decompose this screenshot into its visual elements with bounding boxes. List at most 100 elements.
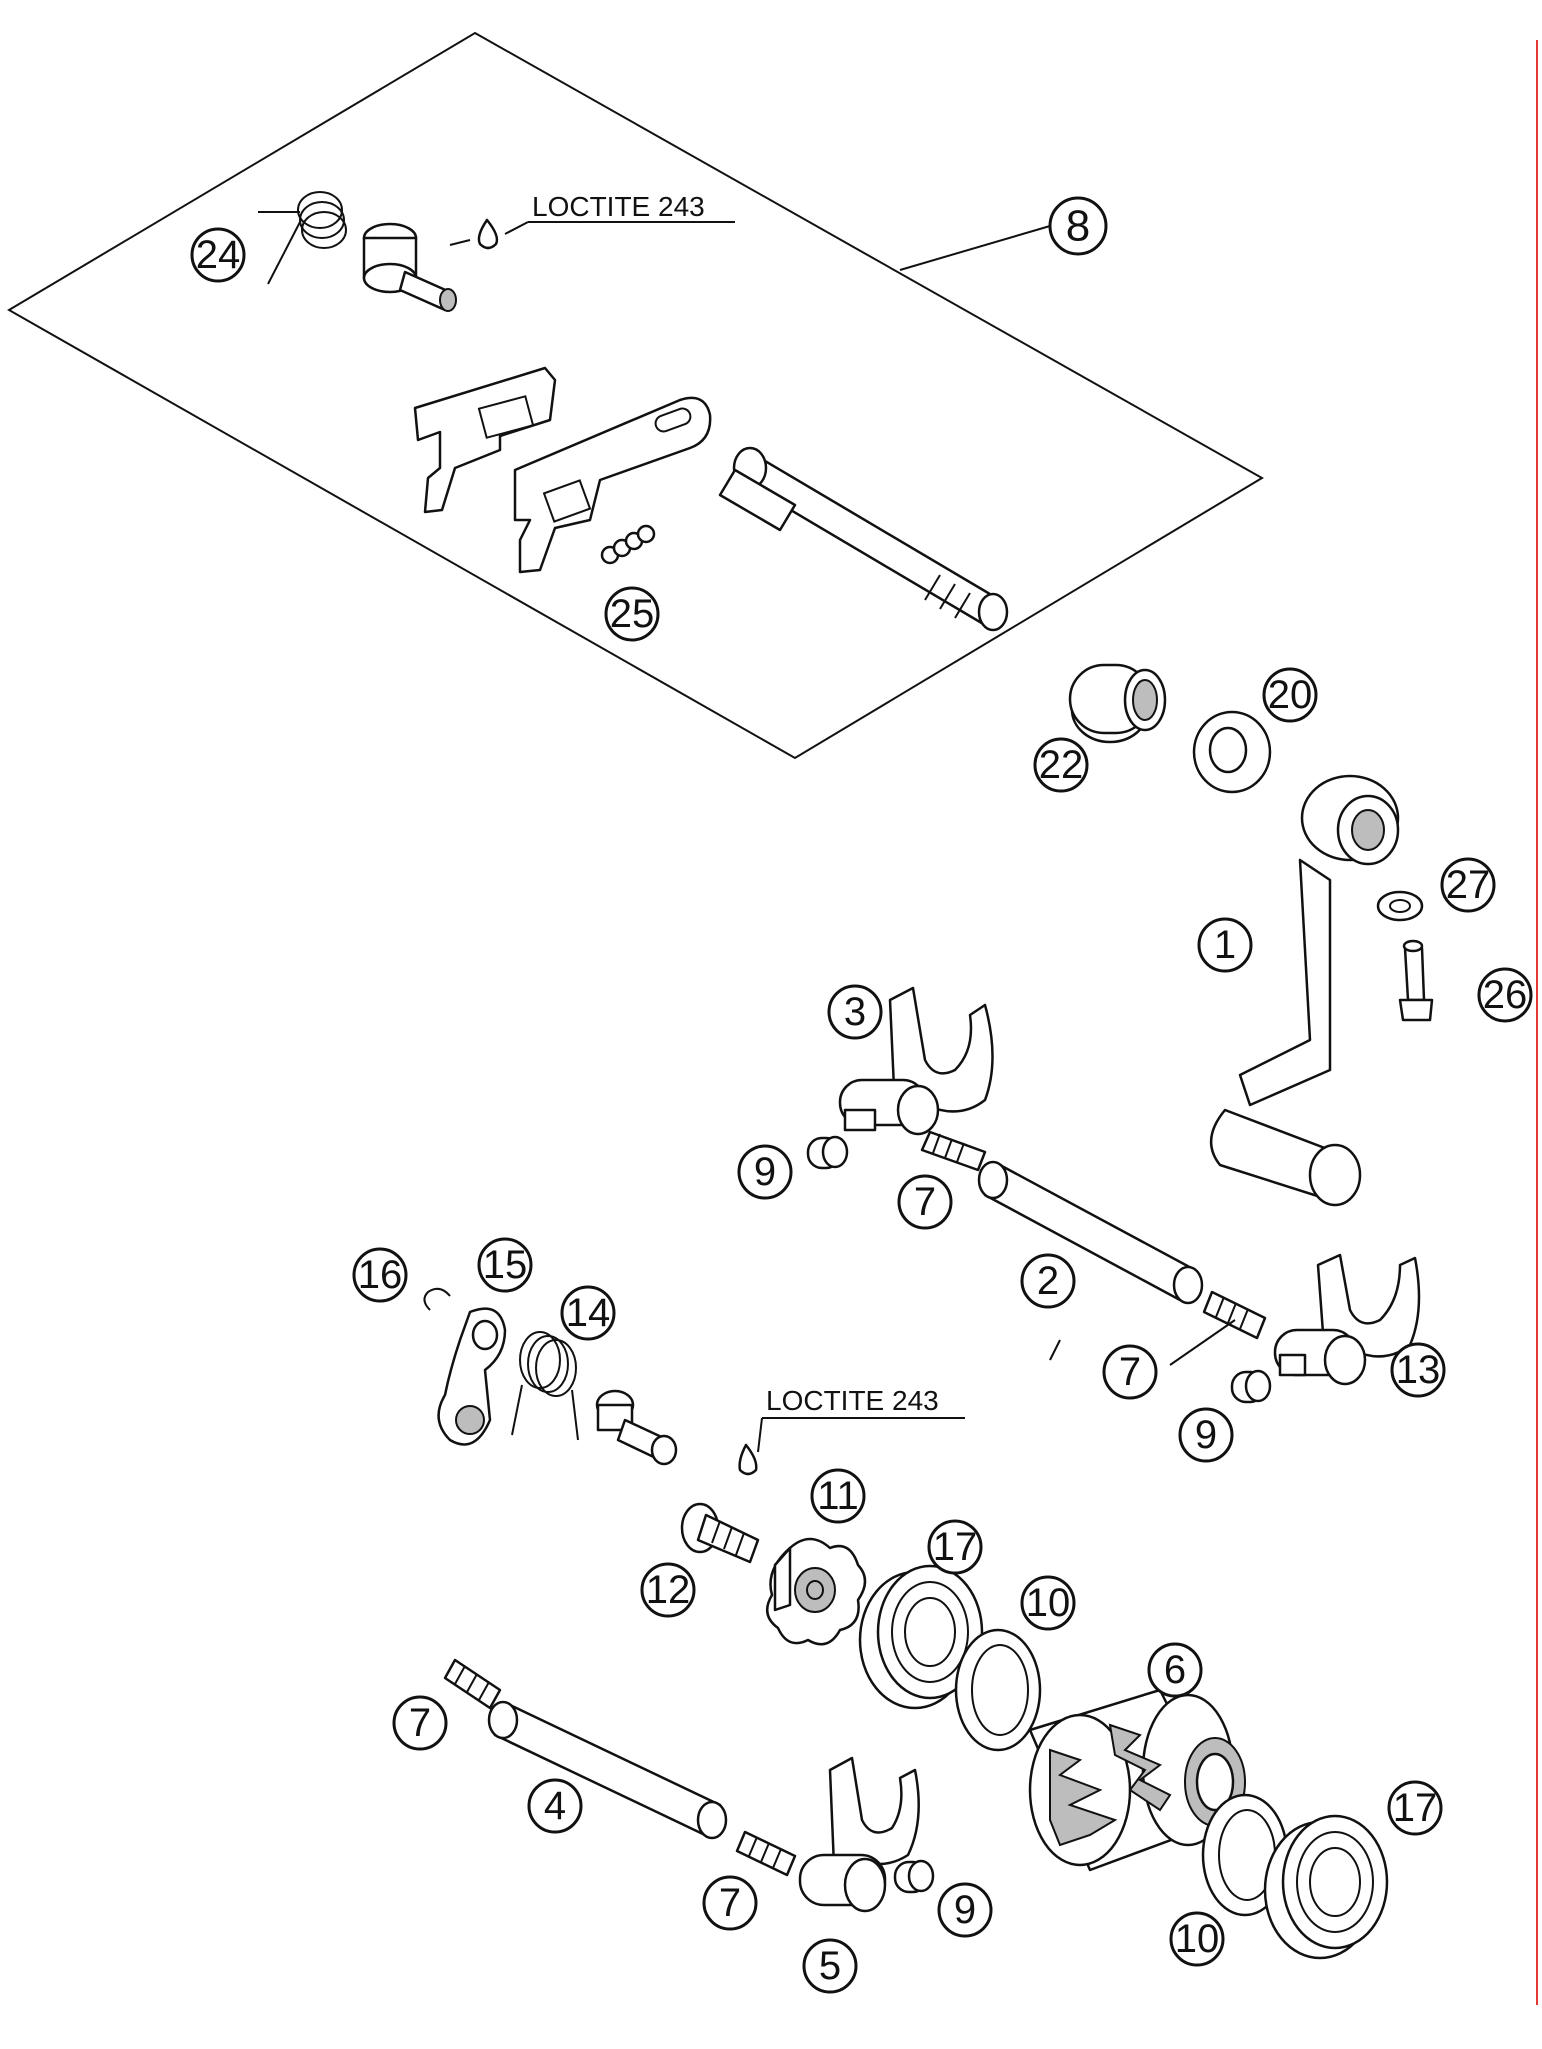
svg-text:9: 9 xyxy=(754,1150,776,1194)
svg-text:16: 16 xyxy=(358,1253,403,1297)
spring-7-low-left xyxy=(443,1658,502,1710)
washer-10-top xyxy=(954,1628,1042,1752)
spring-7-top xyxy=(920,1130,987,1172)
callout-12: 12 xyxy=(640,1562,696,1618)
callout-22: 22 xyxy=(1033,737,1089,793)
callout-10-bottom: 10 xyxy=(1169,1911,1225,1967)
bushing-22 xyxy=(1068,663,1167,744)
shift-drum-6 xyxy=(1028,1688,1246,1872)
spring-7-low-right xyxy=(735,1830,797,1877)
svg-text:22: 22 xyxy=(1039,743,1084,787)
callout-9-low: 9 xyxy=(937,1882,993,1938)
callout-14: 14 xyxy=(560,1285,616,1341)
svg-text:26: 26 xyxy=(1483,973,1528,1017)
svg-text:10: 10 xyxy=(1026,1581,1071,1625)
svg-text:9: 9 xyxy=(1195,1413,1217,1457)
svg-text:14: 14 xyxy=(566,1291,611,1335)
stud-bolt xyxy=(595,1389,678,1466)
screw-12 xyxy=(680,1502,760,1564)
callout-1: 1 xyxy=(1197,917,1253,973)
bearing-17-top xyxy=(858,1564,984,1710)
svg-text:2: 2 xyxy=(1037,1259,1059,1303)
callout-11: 11 xyxy=(810,1468,866,1524)
callout-20: 20 xyxy=(1262,667,1318,723)
callout-13: 13 xyxy=(1390,1342,1446,1398)
shift-fork-5 xyxy=(798,1756,920,1913)
loctite-drop-bottom xyxy=(738,1417,965,1476)
shift-shaft xyxy=(718,446,1009,632)
callout-7-low-left: 7 xyxy=(392,1695,448,1751)
pin-9-low xyxy=(893,1859,935,1894)
callout-25: 25 xyxy=(604,586,660,642)
callout-7-top: 7 xyxy=(897,1174,953,1230)
fork-shaft-2 xyxy=(977,1160,1204,1305)
spring-7-mid xyxy=(1202,1290,1267,1340)
screw-26 xyxy=(1398,939,1434,1022)
kit-8-group: LOCTITE 243 xyxy=(7,31,1264,760)
spring-14 xyxy=(511,1331,579,1441)
svg-text:10: 10 xyxy=(1175,1917,1220,1961)
shift-plate-right xyxy=(513,396,712,574)
callout-7-mid: 7 xyxy=(1102,1344,1158,1400)
svg-text:6: 6 xyxy=(1164,1648,1186,1692)
spring-24 xyxy=(258,191,347,285)
callout-2: 2 xyxy=(1020,1253,1076,1309)
svg-text:3: 3 xyxy=(844,990,866,1034)
svg-text:17: 17 xyxy=(933,1525,978,1569)
callout-5: 5 xyxy=(802,1938,858,1994)
loctite-label-bottom: LOCTITE 243 xyxy=(766,1385,939,1416)
callout-17-top: 17 xyxy=(927,1519,983,1575)
svg-text:17: 17 xyxy=(1393,1786,1438,1830)
fork-shaft-4 xyxy=(487,1700,728,1840)
callout-16: 16 xyxy=(352,1247,408,1303)
callout-10-top: 10 xyxy=(1020,1575,1076,1631)
shift-fork-3 xyxy=(838,986,994,1136)
svg-text:4: 4 xyxy=(544,1784,566,1828)
shift-cam-11 xyxy=(765,1537,867,1646)
svg-text:15: 15 xyxy=(483,1243,528,1287)
svg-text:5: 5 xyxy=(819,1944,841,1988)
svg-text:12: 12 xyxy=(646,1568,691,1612)
callout-26: 26 xyxy=(1477,967,1533,1023)
callout-15: 15 xyxy=(477,1237,533,1293)
svg-text:13: 13 xyxy=(1396,1348,1441,1392)
svg-text:7: 7 xyxy=(1119,1350,1141,1394)
pin-9-top xyxy=(806,1135,849,1170)
loctite-drop-top xyxy=(449,218,735,250)
svg-text:9: 9 xyxy=(954,1888,976,1932)
circlip-16 xyxy=(423,1287,451,1311)
pivot-bolt xyxy=(362,222,457,312)
kit-outline xyxy=(7,31,1264,760)
svg-text:25: 25 xyxy=(610,592,655,636)
svg-text:7: 7 xyxy=(409,1701,431,1745)
svg-text:20: 20 xyxy=(1268,673,1313,717)
callout-7-low-right: 7 xyxy=(702,1875,758,1931)
callout-24: 24 xyxy=(190,227,246,283)
callout-27: 27 xyxy=(1440,857,1496,913)
callout-4: 4 xyxy=(527,1778,583,1834)
svg-text:1: 1 xyxy=(1214,923,1236,967)
svg-text:24: 24 xyxy=(196,233,241,277)
svg-text:7: 7 xyxy=(719,1881,741,1925)
svg-text:8: 8 xyxy=(1066,202,1090,251)
lever-15 xyxy=(437,1307,507,1446)
seal-20 xyxy=(1192,710,1272,794)
callout-6: 6 xyxy=(1147,1642,1203,1698)
balls-25 xyxy=(600,524,656,565)
pin-9-mid xyxy=(1230,1369,1272,1404)
callout-8: 8 xyxy=(1048,196,1108,256)
shift-fork-13 xyxy=(1273,1253,1421,1386)
callout-3: 3 xyxy=(827,984,883,1040)
svg-text:27: 27 xyxy=(1446,863,1491,907)
svg-text:7: 7 xyxy=(914,1180,936,1224)
callout-9-top: 9 xyxy=(737,1144,793,1200)
bearing-17-bottom xyxy=(1263,1814,1389,1960)
callout-17-bottom: 17 xyxy=(1387,1780,1443,1836)
svg-text:11: 11 xyxy=(817,1474,859,1518)
washer-27 xyxy=(1376,890,1424,922)
callout-9-mid: 9 xyxy=(1178,1407,1234,1463)
shift-plate-left xyxy=(413,366,557,514)
loctite-label-top: LOCTITE 243 xyxy=(532,191,705,222)
shift-lever-1 xyxy=(1209,774,1400,1207)
